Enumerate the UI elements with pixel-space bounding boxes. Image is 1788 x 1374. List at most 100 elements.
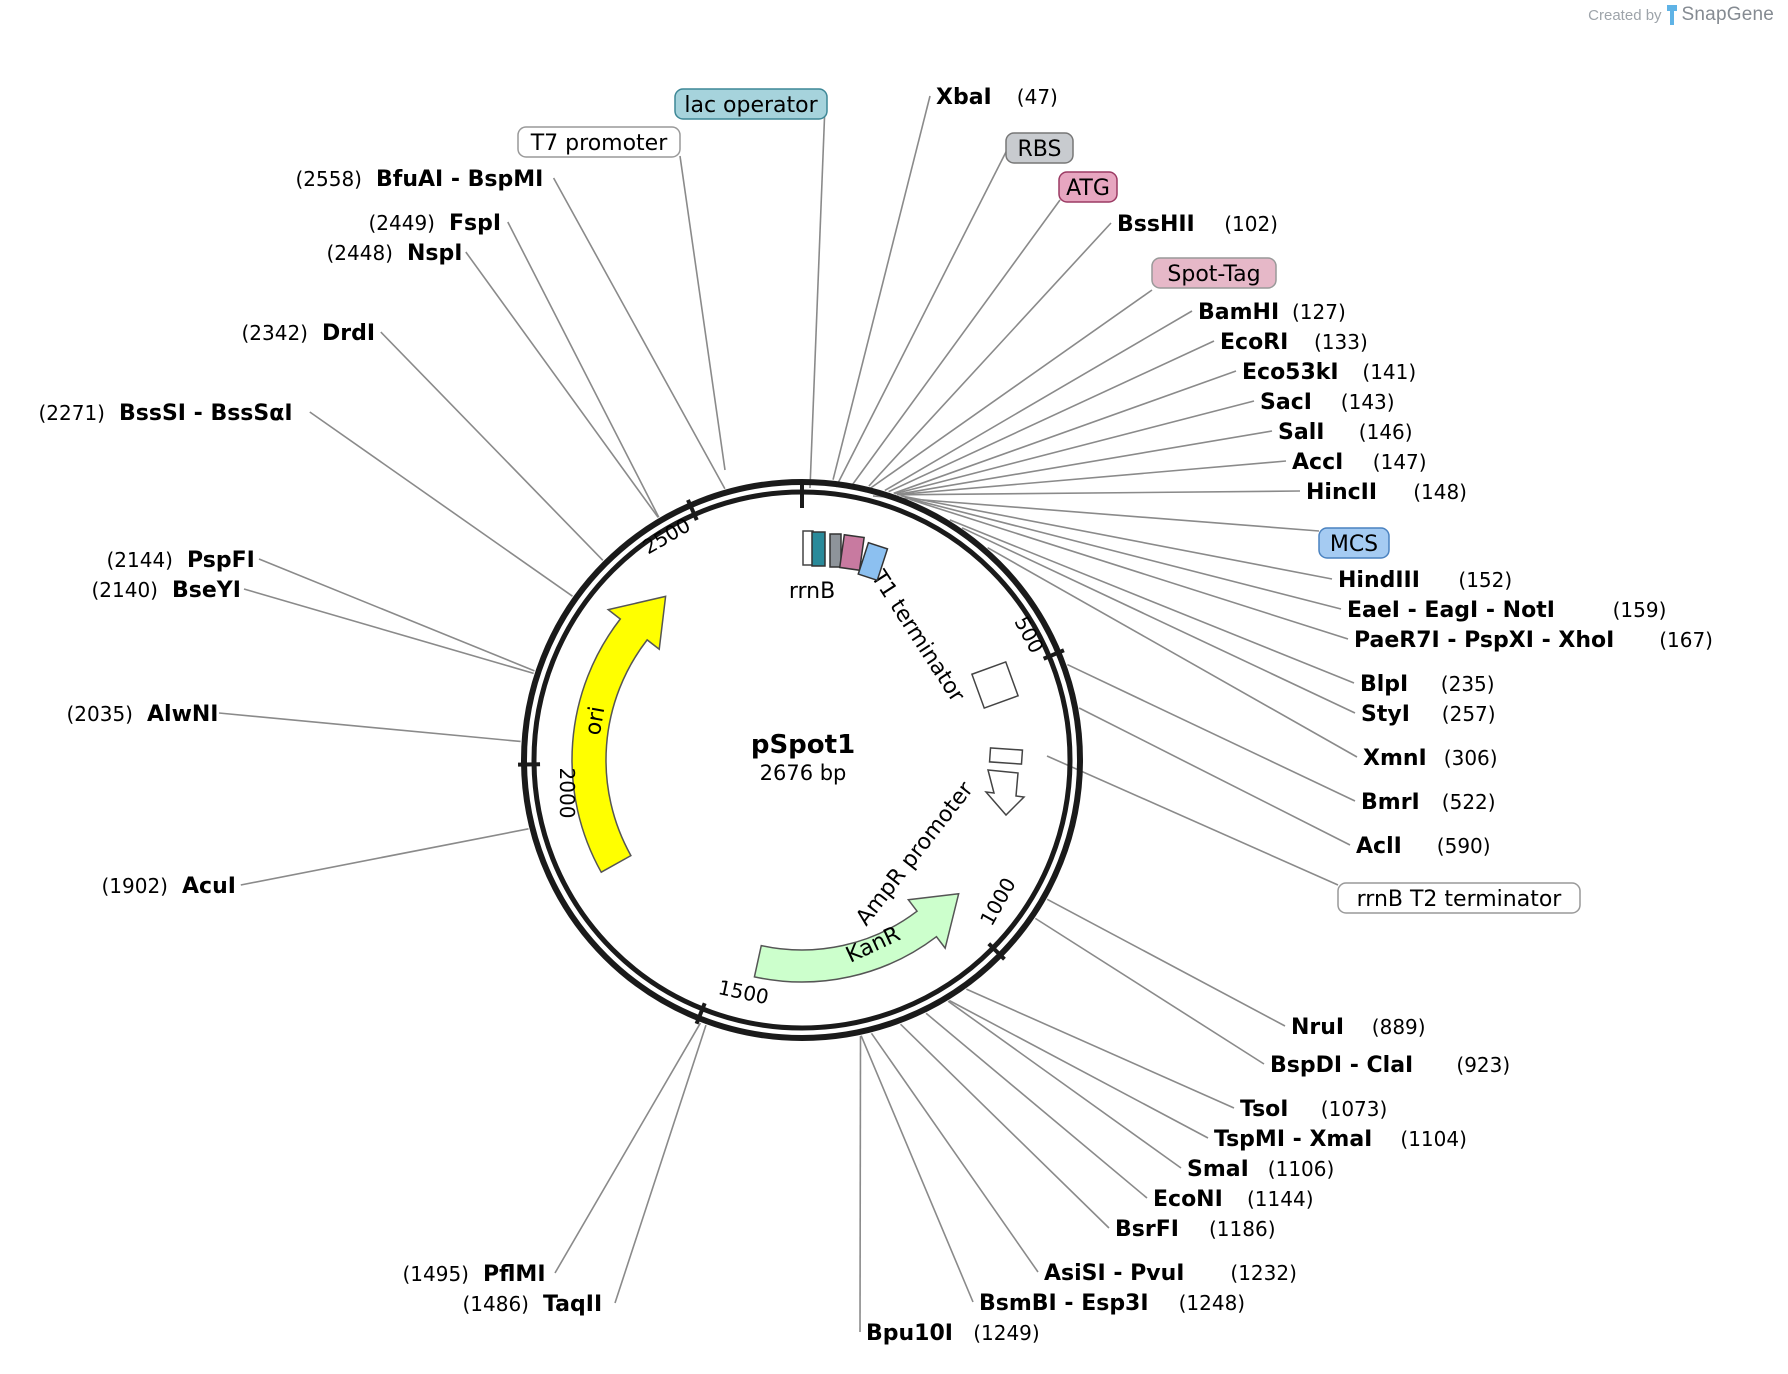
enzyme-name: NruI xyxy=(1291,1015,1344,1040)
enzyme-name: HincII xyxy=(1306,480,1377,505)
leader-line xyxy=(947,1000,1182,1169)
tick-mark-1000 xyxy=(987,942,1006,961)
tick-label-2000: 2000 xyxy=(555,768,579,819)
leader-line xyxy=(240,828,529,886)
ori-label: ori xyxy=(581,705,611,738)
leader-line xyxy=(872,495,1320,532)
enzyme-site-styi: StyI(257) xyxy=(1361,702,1496,727)
tick-mark-500 xyxy=(1042,648,1065,661)
enzyme-name: BfuAI - BspMI xyxy=(376,167,543,192)
feature-callout-box xyxy=(1058,171,1118,203)
mcs-feature xyxy=(857,541,889,582)
enzyme-name: Bpu10I xyxy=(866,1321,953,1346)
enzyme-name: BsmBI - Esp3I xyxy=(979,1291,1149,1316)
enzyme-name: PflMI xyxy=(483,1262,546,1287)
enzyme-name: EcoRI xyxy=(1220,330,1288,355)
enzyme-site-xmni: XmnI(306) xyxy=(1363,746,1498,771)
enzyme-position: (147) xyxy=(1373,450,1427,474)
tick-label-1500: 1500 xyxy=(716,975,771,1009)
enzyme-position: (2342) xyxy=(241,321,308,345)
leader-line xyxy=(870,1032,1039,1273)
leader-line xyxy=(868,222,1112,487)
feature-callout-label: Spot-Tag xyxy=(1167,262,1260,287)
enzyme-name: BmrI xyxy=(1361,790,1420,815)
leader-line xyxy=(961,527,1356,714)
enzyme-position: (159) xyxy=(1613,598,1667,622)
enzyme-position: (1248) xyxy=(1179,1291,1246,1315)
feature-callout-box xyxy=(1318,527,1390,559)
leader-line xyxy=(835,147,1009,488)
credit-brand: SnapGene xyxy=(1681,4,1774,25)
lac-operator-feature xyxy=(811,531,826,567)
enzyme-name: SacI xyxy=(1260,390,1312,415)
enzyme-position: (235) xyxy=(1441,672,1495,696)
feature-callout-rrnb-t2-terminator: rrnB T2 terminator xyxy=(1337,882,1581,914)
enzyme-site-econi: EcoNI(1144) xyxy=(1153,1187,1314,1212)
leader-line xyxy=(679,155,726,471)
enzyme-position: (590) xyxy=(1437,834,1491,858)
enzyme-site-nrui: NruI (889) xyxy=(1291,1015,1426,1040)
leader-line xyxy=(888,340,1215,493)
enzyme-position: (127) xyxy=(1292,300,1346,324)
feature-callout-rbs: RBS xyxy=(1005,132,1074,164)
feature-callout-spot-tag: Spot-Tag xyxy=(1151,257,1277,289)
kanr-feature xyxy=(753,892,960,983)
enzyme-name: PaeR7I - PspXI - XhoI xyxy=(1354,628,1614,653)
enzyme-position: (148) xyxy=(1413,480,1467,504)
enzyme-site-sali: SalI(146) xyxy=(1278,420,1413,445)
enzyme-position: (889) xyxy=(1372,1015,1426,1039)
leader-line xyxy=(849,199,1061,489)
enzyme-position: (522) xyxy=(1442,790,1496,814)
enzyme-name: AcuI xyxy=(182,874,236,899)
enzyme-name: BssSI - BssSαI xyxy=(119,401,293,426)
enzyme-position: (2144) xyxy=(106,548,173,572)
enzyme-position: (2448) xyxy=(326,241,393,265)
leader-line xyxy=(243,588,534,675)
leader-line xyxy=(909,498,1349,640)
enzyme-position: (1249) xyxy=(973,1321,1040,1345)
enzyme-name: BssHII xyxy=(1117,212,1195,237)
leader-line xyxy=(614,1024,707,1304)
enzyme-position: (1106) xyxy=(1268,1157,1335,1181)
leader-line xyxy=(1078,707,1351,846)
rrnb-t1-label: rrnB xyxy=(789,579,835,604)
plasmid-length: 2676 bp xyxy=(760,761,847,785)
spot-tag-feature xyxy=(838,533,865,572)
enzyme-site-eaei-eagi-noti: EaeI - EagI - NotI (159) xyxy=(1347,598,1666,623)
enzyme-site-bsrfi: BsrFI (1186) xyxy=(1115,1217,1276,1242)
labels: XbaI(47)BssHII(102)BamHI(127)EcoRI(133)E… xyxy=(38,85,1712,1346)
tick-mark-2500 xyxy=(686,499,699,521)
leader-line xyxy=(987,547,1358,758)
enzyme-site-saci: SacI(143) xyxy=(1260,390,1395,415)
leader-line xyxy=(309,411,573,597)
leader-line xyxy=(900,494,1333,580)
leader-line xyxy=(896,430,1273,496)
leader-line xyxy=(1034,917,1265,1065)
leader-line xyxy=(809,104,826,489)
plasmid-backbone xyxy=(521,479,1083,1041)
feature-callout-box xyxy=(1151,257,1277,289)
enzyme-name: XmnI xyxy=(1363,746,1427,771)
feature-callout-label: MCS xyxy=(1330,532,1378,557)
enzyme-name: BsrFI xyxy=(1115,1217,1179,1242)
enzyme-site-acli: AclI(590) xyxy=(1356,834,1491,859)
leader-line xyxy=(507,221,660,518)
rrnb-t2-feature xyxy=(988,747,1024,765)
enzyme-site-tspmi-xmai: TspMI - XmaI(1104) xyxy=(1214,1127,1467,1152)
enzyme-position: (2449) xyxy=(368,211,435,235)
enzyme-name: StyI xyxy=(1361,702,1410,727)
enzyme-site-nspi: NspI(2448) xyxy=(326,241,462,266)
feature-callout-box xyxy=(674,88,828,120)
leader-line xyxy=(899,1023,1110,1229)
enzyme-position: (1186) xyxy=(1209,1217,1276,1241)
enzyme-site-acui: AcuI(1902) xyxy=(101,874,235,899)
leader-line xyxy=(465,251,659,518)
leader-lines xyxy=(218,95,1358,1333)
rrnb-t1-feature xyxy=(970,660,1020,710)
enzyme-site-bfuai-bspmi: BfuAI - BspMI(2558) xyxy=(295,167,543,192)
rrnb-t1-label-rest: T1 terminator xyxy=(865,565,969,707)
enzyme-name: EaeI - EagI - NotI xyxy=(1347,598,1555,623)
feature-callout-box xyxy=(517,126,681,158)
enzyme-position: (923) xyxy=(1456,1053,1510,1077)
